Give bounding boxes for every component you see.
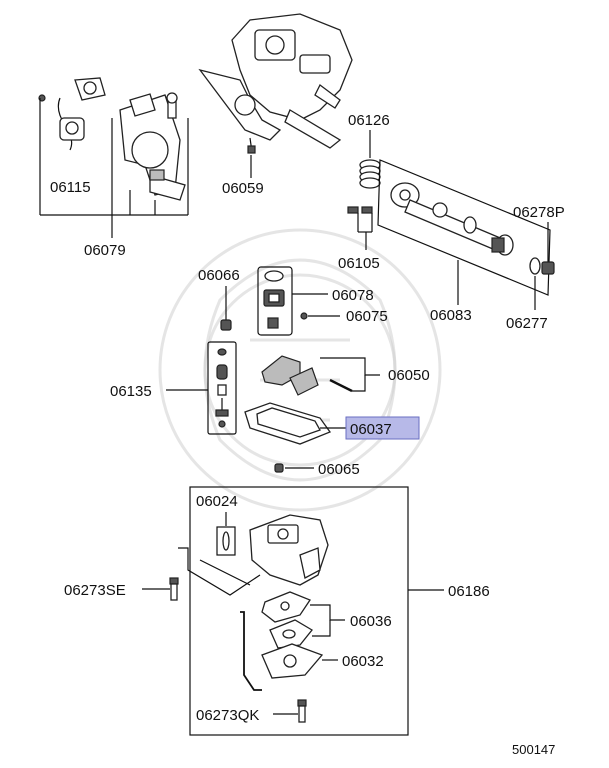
part-06273SE-screw [169,577,179,601]
label-06126: 06126 [348,112,390,129]
carburetor-body-bottom [249,514,329,586]
label-06078: 06078 [332,287,374,304]
label-06105: 06105 [338,255,380,272]
group-06186-box [189,486,409,736]
part-06277-washer [529,257,541,275]
label-06066: 06066 [198,267,240,284]
label-06273QK: 06273QK [196,707,259,724]
part-06135-kit [207,341,237,435]
part-06066-plug [220,319,232,331]
carburetor-body-top [198,13,353,149]
part-06075-ball [300,312,308,320]
part-06037-gasket [244,402,332,445]
label-06050: 06050 [388,367,430,384]
label-06277: 06277 [506,315,548,332]
label-06273SE: 06273SE [64,582,126,599]
label-06186: 06186 [448,583,490,600]
part-06105-screws [347,206,373,250]
leader-06079 [39,98,189,238]
part-06115-sensor [38,77,106,151]
label-06037: 06037 [350,421,392,438]
label-06024: 06024 [196,493,238,510]
label-06278P: 06278P [513,204,565,221]
part-06065-jet [274,463,284,473]
diagram-code: 500147 [512,742,555,757]
label-06032: 06032 [342,653,384,670]
label-06037-highlight [345,416,420,440]
label-06083: 06083 [430,307,472,324]
part-06036-diaphragm [261,591,313,649]
label-06036: 06036 [350,613,392,630]
part-06050-float [261,355,353,396]
part-06079-bracket [119,92,186,201]
label-06079: 06079 [84,242,126,259]
part-06278P-nut [541,261,555,275]
part-06059-screw [247,137,256,154]
part-06078-assembly [257,266,293,336]
part-06024-needle [216,526,236,556]
label-06065: 06065 [318,461,360,478]
part-06032-cover [240,611,324,691]
part-06273QK-screw [297,699,307,723]
label-06059: 06059 [222,180,264,197]
label-06135: 06135 [110,383,152,400]
label-06075: 06075 [346,308,388,325]
label-06115: 06115 [50,179,91,196]
part-06126-spring [359,159,381,189]
part-06083-throttle-shaft [377,159,551,296]
